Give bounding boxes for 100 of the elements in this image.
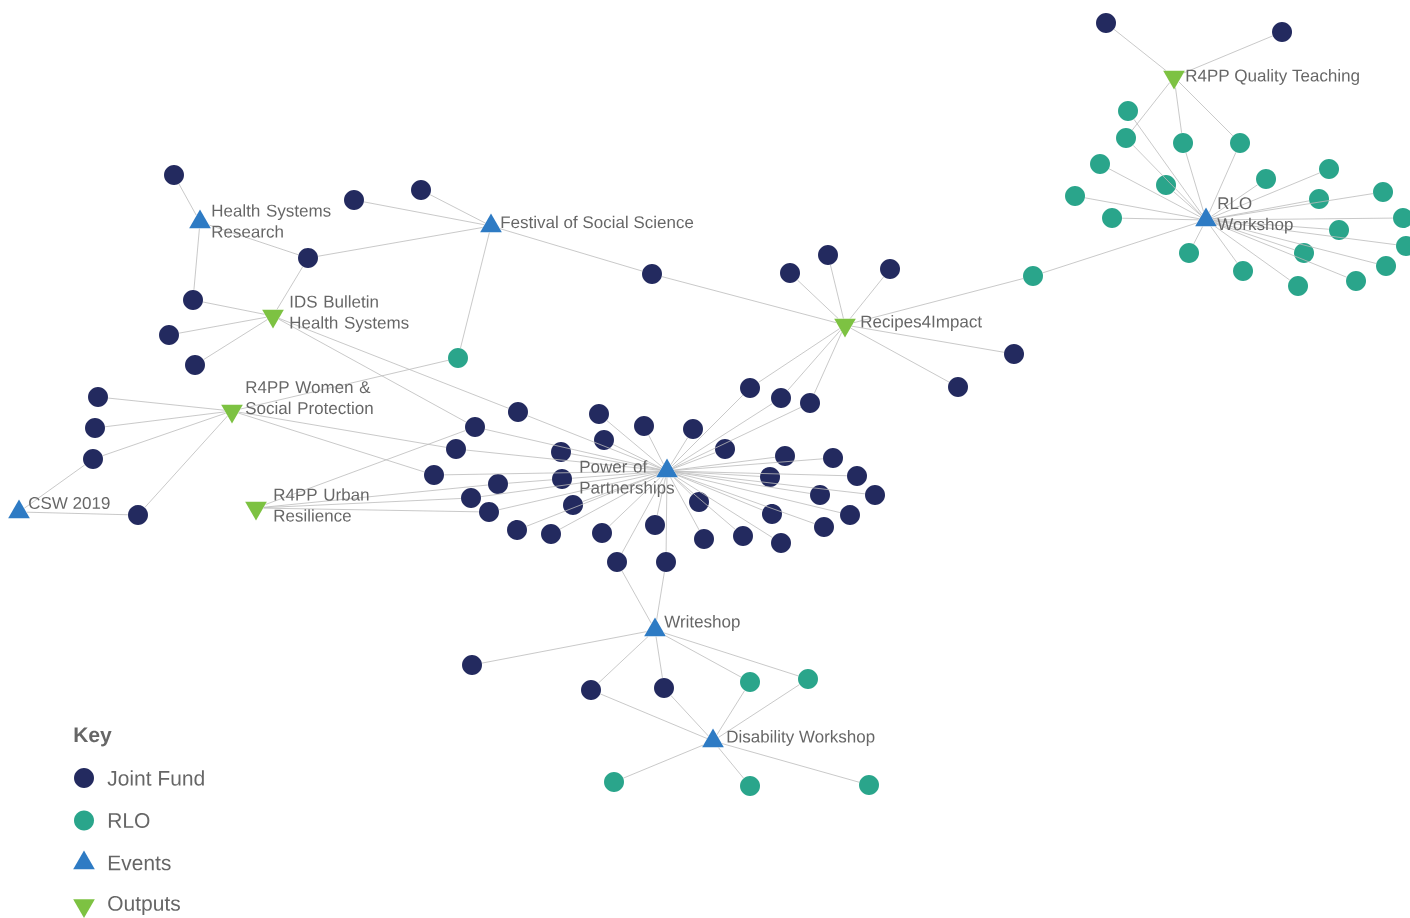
circle-marker: [775, 446, 795, 466]
connector-line: [670, 695, 709, 737]
connector-line: [178, 183, 197, 216]
connector-line: [278, 318, 509, 409]
connector-line: [363, 201, 485, 226]
circle-marker: [780, 263, 800, 283]
connector-line: [676, 474, 763, 511]
triangle-marker: [262, 309, 284, 329]
connector-line: [600, 693, 708, 739]
circle-marker: [1173, 133, 1193, 153]
circle-marker: [715, 439, 735, 459]
circle-marker: [1116, 128, 1136, 148]
connector-line: [498, 472, 659, 511]
connector-line: [621, 570, 652, 624]
triangle-marker: [8, 499, 30, 519]
connector-line: [787, 329, 841, 391]
connector-line: [1213, 217, 1394, 221]
connector-line: [851, 325, 1005, 353]
connector-line: [718, 684, 800, 738]
connector-line: [676, 477, 773, 538]
connector-line: [1215, 223, 1347, 278]
connector-line: [23, 464, 86, 509]
node-label: R4PP Women & Social Protection: [245, 381, 373, 415]
connector-line: [144, 415, 228, 508]
connector-line: [102, 412, 227, 457]
circle-marker: [83, 449, 103, 469]
connector-line: [238, 411, 447, 448]
circle-marker: [563, 495, 583, 515]
triangle-marker: [189, 209, 211, 229]
connector-line: [676, 473, 815, 524]
circle-marker: [740, 378, 760, 398]
connector-line: [853, 278, 1024, 324]
connector-line: [1211, 172, 1320, 218]
circle-marker: [880, 259, 900, 279]
circle-marker: [1230, 133, 1250, 153]
connector-line: [1214, 221, 1377, 264]
connector-line: [797, 279, 839, 319]
connector-line: [1175, 87, 1183, 134]
circle-marker: [740, 672, 760, 692]
node-label: Power of Partnerships: [580, 460, 674, 498]
connector-line: [674, 471, 866, 495]
circle-marker: [185, 355, 205, 375]
connector-line: [674, 471, 811, 494]
circle-marker: [592, 523, 612, 543]
circle-marker: [411, 180, 431, 200]
circle-marker: [798, 669, 818, 689]
circle-marker: [823, 448, 843, 468]
circle-marker: [1256, 169, 1276, 189]
circle-marker: [859, 775, 879, 795]
connector-line: [526, 474, 658, 527]
connector-line: [1121, 217, 1200, 221]
connector-line: [672, 407, 802, 469]
connector-line: [263, 484, 489, 508]
circle-marker: [1346, 271, 1366, 291]
connector-line: [670, 437, 689, 466]
connector-line: [623, 744, 704, 779]
connector-line: [571, 471, 660, 479]
circle-marker: [462, 655, 482, 675]
triangle-marker: [480, 213, 502, 233]
circle-marker: [847, 466, 867, 486]
connector-line: [265, 430, 466, 505]
circle-marker: [488, 474, 508, 494]
connector-line: [1210, 226, 1238, 264]
connector-line: [499, 228, 643, 272]
circle-marker: [1373, 182, 1393, 202]
circle-marker: [771, 533, 791, 553]
connector-line: [1133, 118, 1203, 215]
connector-line: [673, 456, 776, 471]
circle-marker: [654, 678, 674, 698]
connector-line: [661, 276, 837, 324]
circle-marker: [594, 430, 614, 450]
circle-marker: [1272, 22, 1292, 42]
connector-line: [1210, 184, 1258, 217]
circle-marker: [1329, 220, 1349, 240]
connector-line: [849, 276, 884, 319]
connector-line: [1173, 191, 1202, 217]
connector-line: [850, 327, 950, 383]
circle-marker: [1233, 261, 1253, 281]
connector-line: [26, 511, 129, 516]
connector-line: [675, 472, 841, 513]
connector-line: [527, 415, 662, 469]
connector-line: [107, 397, 225, 411]
connector-line: [1132, 144, 1202, 216]
connector-line: [481, 631, 648, 664]
circle-marker: [634, 416, 654, 436]
legend-label: Events: [108, 855, 171, 871]
connector-line: [674, 470, 848, 477]
connector-line: [721, 743, 860, 783]
circle-marker: [604, 772, 624, 792]
connector-line: [1183, 35, 1273, 74]
triangle-marker: [1163, 70, 1185, 90]
circle-marker: [448, 348, 468, 368]
circle-marker: [1023, 266, 1043, 286]
connector-line: [621, 477, 664, 554]
connector-line: [317, 227, 484, 257]
connector-line: [104, 411, 226, 428]
connector-line: [656, 571, 665, 621]
connector-line: [673, 458, 824, 471]
connector-line: [1212, 193, 1374, 220]
connector-line: [278, 318, 467, 423]
